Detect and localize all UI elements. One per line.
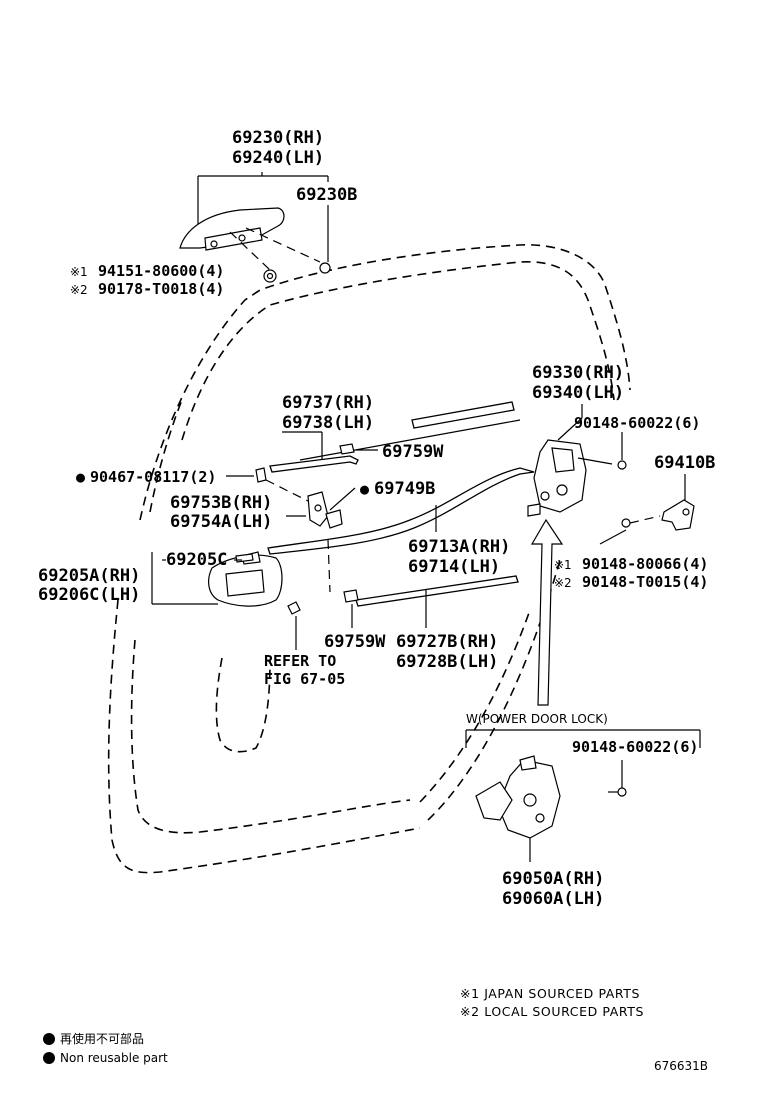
dot-mark-69749B: ● — [360, 480, 369, 498]
label-69230: 69230(RH) — [232, 128, 324, 148]
label-94151: 94151-80600(4) — [98, 262, 224, 280]
power-lock-arrow — [530, 518, 564, 706]
label-69330: 69330(RH) — [532, 363, 624, 383]
label-69206C: 69206C(LH) — [38, 585, 140, 605]
part-labels: 69230(RH) 69240(LH) 69230B ※1 94151-8060… — [38, 128, 715, 909]
legend-jp: 再使用不可部品 — [60, 1031, 144, 1046]
refer-to-text: REFER TO — [264, 652, 336, 670]
clips — [226, 467, 356, 529]
cable-69713A — [267, 467, 535, 555]
legend-dot-en — [43, 1052, 55, 1064]
striker — [599, 474, 695, 545]
rod-69737 — [269, 431, 378, 473]
refer-fig-text: FIG 67-05 — [264, 670, 345, 688]
label-69759W-a: 69759W — [382, 442, 444, 462]
label-69728B: 69728B(LH) — [396, 652, 498, 672]
label-90178: 90178-T0018(4) — [98, 280, 224, 298]
label-69205C: 69205C — [166, 550, 227, 570]
label-90148-80066: 90148-80066(4) — [582, 555, 708, 573]
note-local: ※2 LOCAL SOURCED PARTS — [460, 1004, 644, 1019]
label-90148-T0015: 90148-T0015(4) — [582, 573, 708, 591]
figure-code: 676631B — [654, 1059, 708, 1073]
window-channel — [299, 401, 521, 461]
legend: 再使用不可部品 Non reusable part — [43, 1031, 168, 1065]
legend-en: Non reusable part — [60, 1051, 168, 1065]
label-69060A: 69060A(LH) — [502, 889, 604, 909]
outside-handle — [179, 172, 331, 283]
label-90467: 90467-08117(2) — [90, 468, 216, 486]
note-japan: ※1 JAPAN SOURCED PARTS — [460, 986, 640, 1001]
label-69340: 69340(LH) — [532, 383, 624, 403]
label-69240: 69240(LH) — [232, 148, 324, 168]
power-lock-assembly — [465, 729, 701, 862]
rod-69727B — [327, 539, 519, 628]
label-69230B: 69230B — [296, 185, 357, 205]
label-69714: 69714(LH) — [408, 557, 500, 577]
door-lock-assembly — [527, 404, 627, 517]
label-69754A: 69754A(LH) — [170, 512, 272, 532]
label-69727B: 69727B(RH) — [396, 632, 498, 652]
label-69050A: 69050A(RH) — [502, 869, 604, 889]
ref-mark-1: ※1 — [70, 265, 88, 279]
power-lock-label: W(POWER DOOR LOCK) — [466, 712, 608, 726]
label-69759W-b: 69759W — [324, 632, 386, 652]
source-notes: ※1 JAPAN SOURCED PARTS ※2 LOCAL SOURCED … — [460, 986, 644, 1019]
inside-handle — [151, 551, 301, 650]
ref-mark-2b: ※2 — [554, 576, 572, 590]
ref-mark-1b: ※1 — [554, 558, 572, 572]
label-69749B: 69749B — [374, 479, 435, 499]
label-69713A: 69713A(RH) — [408, 537, 510, 557]
label-69410B: 69410B — [654, 453, 715, 473]
dot-mark-90467: ● — [76, 468, 85, 486]
label-90148-60022: 90148-60022(6) — [574, 414, 700, 432]
label-90148-60022-b: 90148-60022(6) — [572, 738, 698, 756]
label-69205A: 69205A(RH) — [38, 566, 140, 586]
label-69753B: 69753B(RH) — [170, 493, 272, 513]
label-69737: 69737(RH) — [282, 393, 374, 413]
ref-mark-2: ※2 — [70, 283, 88, 297]
label-69738: 69738(LH) — [282, 413, 374, 433]
legend-dot-jp — [43, 1033, 55, 1045]
